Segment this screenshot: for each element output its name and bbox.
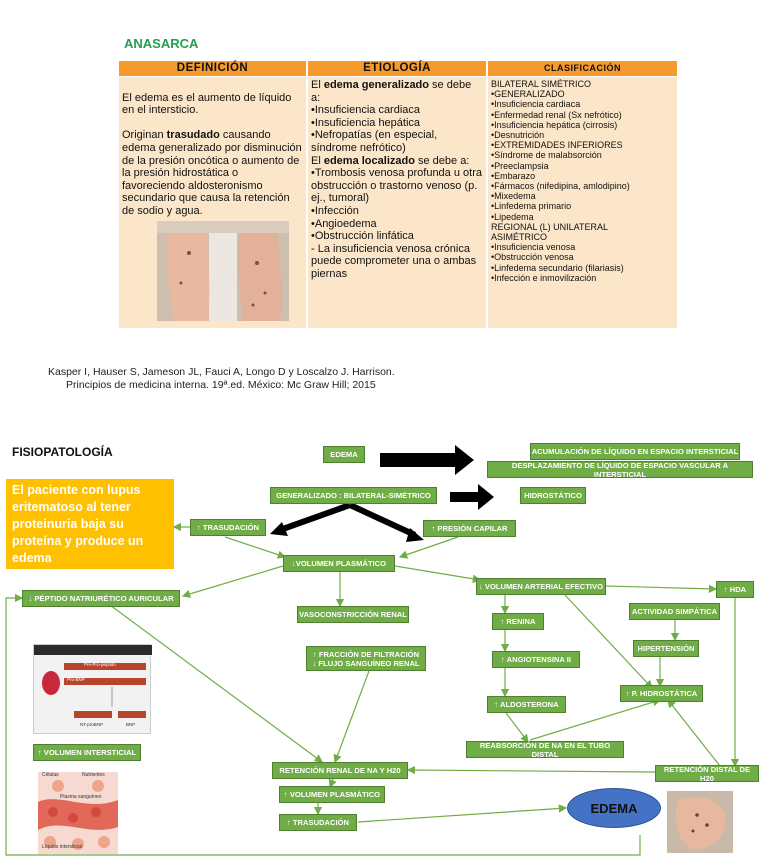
node-actividad-simpatica: ACTIVIDAD SIMPÁTICA xyxy=(629,603,720,620)
node-retencion-renal: RETENCIÓN RENAL DE NA Y H20 xyxy=(272,762,408,779)
section-title: FISIOPATOLOGÍA xyxy=(12,445,113,459)
node-hipertension: HIPERTENSIÓN xyxy=(633,640,699,657)
legs-photo xyxy=(157,220,289,321)
definicion-p2a: Originan xyxy=(122,129,167,142)
node-angiotensina: ↑ ANGIOTENSINA II xyxy=(492,651,580,668)
page-title: ANASARCA xyxy=(124,36,199,51)
cell-etiologia: El edema generalizado se debe a: •Insufi… xyxy=(308,77,486,328)
node-vol-plasmatico: ↓VOLUMEN PLASMÁTICO xyxy=(283,555,395,572)
node-trasudacion-2: ↑ TRASUDACIÓN xyxy=(279,814,357,831)
node-edema: EDEMA xyxy=(323,446,365,463)
definicion-trasudado: trasudado xyxy=(166,129,220,142)
node-desplazamiento: DESPLAZAMIENTO DE LÍQUIDO DE ESPACIO VAS… xyxy=(487,461,753,479)
cell-figure: Células Nutrientes Plasma sanguíneo Líqu… xyxy=(38,772,118,854)
node-generalizado: GENERALIZADO : BILATERAL-SIMÉTRICO xyxy=(270,487,437,504)
reference-line1: Kasper I, Hauser S, Jameson JL, Fauci A,… xyxy=(48,366,395,378)
node-reabsorcion: REABSORCIÓN DE NA EN EL TUBO DISTAL xyxy=(466,741,624,759)
node-edema-final: EDEMA xyxy=(567,788,661,828)
etiologia-l-pre: El xyxy=(311,154,324,167)
cell-definicion: El edema es el aumento de líquido en el … xyxy=(119,77,306,328)
bnp-figure: Pre-Pro-péptido Pro-BNP NT-proBNP BNP xyxy=(33,644,152,734)
etiologia-g-post: se debe a: xyxy=(311,79,472,104)
hand-photo xyxy=(667,791,733,853)
node-retencion-distal: RETENCIÓN DISTAL DE H20 xyxy=(655,765,759,783)
etiologia-l-post: se debe a: xyxy=(414,154,470,167)
cell-label-1: Células xyxy=(42,772,59,778)
cell-clasificacion: BILATERAL SIMÉTRICO •GENERALIZADO •Insuf… xyxy=(488,77,677,328)
bnp-right-label: BNP xyxy=(126,722,136,727)
node-aldosterona: ↑ ALDOSTERONA xyxy=(487,696,566,713)
node-p-hidrostatica: ↑ P. HIDROSTÁTICA xyxy=(620,685,703,702)
etiologia-l-bold: edema localizado xyxy=(323,154,415,167)
node-renina: ↑ RENINA xyxy=(492,613,544,630)
etiologia-l-items: •Trombosis venosa profunda u otra obstru… xyxy=(311,167,482,280)
node-vol-plasmatico-2: ↑ VOLUMEN PLASMÁTICO xyxy=(279,786,385,803)
node-acumulacion: ACUMULACIÓN DE LÍQUIDO EN ESPACIO INTERS… xyxy=(530,443,740,460)
cell-label-2: Nutrientes xyxy=(82,772,105,778)
node-hidrostatico: HIDROSTÁTICO xyxy=(520,487,586,504)
definicion-p2c: causando edema generalizado por disminuc… xyxy=(122,129,302,217)
node-presion-capilar: ↑ PRESIÓN CAPILAR xyxy=(423,520,516,537)
etiologia-g-pre: El xyxy=(311,79,324,91)
bnp-bar1-label: Pre-Pro-péptido xyxy=(84,662,116,667)
header-definicion: DEFINICIÓN xyxy=(119,61,306,76)
node-peptido: ↓ PÉPTIDO NATRIURÉTICO AURICULAR xyxy=(22,590,180,607)
node-vol-intersticial: ↑ VOLUMEN INTERSTICIAL xyxy=(33,744,141,761)
bnp-bar2-label: Pro-BNP xyxy=(67,677,85,682)
cell-label-3: Plasma sanguíneo xyxy=(60,794,102,800)
header-etiologia: ETIOLOGÍA xyxy=(308,61,486,76)
node-filtracion: ↑ FRACCIÓN DE FILTRACIÓN ↓ FLUJO SANGUÍN… xyxy=(306,646,426,671)
reference-line2: Principios de medicina interna. 19ª.ed. … xyxy=(66,379,376,391)
cell-label-4: Líquido intersticial xyxy=(42,844,83,850)
header-clasificacion: CLASIFICACIÓN xyxy=(488,61,677,76)
bnp-left-label: NT-proBNP xyxy=(80,722,104,727)
node-vasoconstriccion: VASOCONSTRICCIÓN RENAL xyxy=(297,606,409,623)
node-vol-arterial: ↓ VOLUMEN ARTERIAL EFECTIVO xyxy=(476,578,606,595)
reference: Kasper I, Hauser S, Jameson JL, Fauci A,… xyxy=(48,366,395,392)
definicion-p1: El edema es el aumento de líquido en el … xyxy=(122,91,292,117)
lupus-callout: El paciente con lupus eritematoso al ten… xyxy=(6,479,174,569)
node-hda: ↑ HDA xyxy=(716,581,754,598)
etiologia-g-items: •Insuficiencia cardiaca •Insuficiencia h… xyxy=(311,104,438,154)
etiologia-g-bold: edema generalizado xyxy=(323,79,429,91)
node-trasudacion: ↑ TRASUDACIÓN xyxy=(190,519,266,536)
